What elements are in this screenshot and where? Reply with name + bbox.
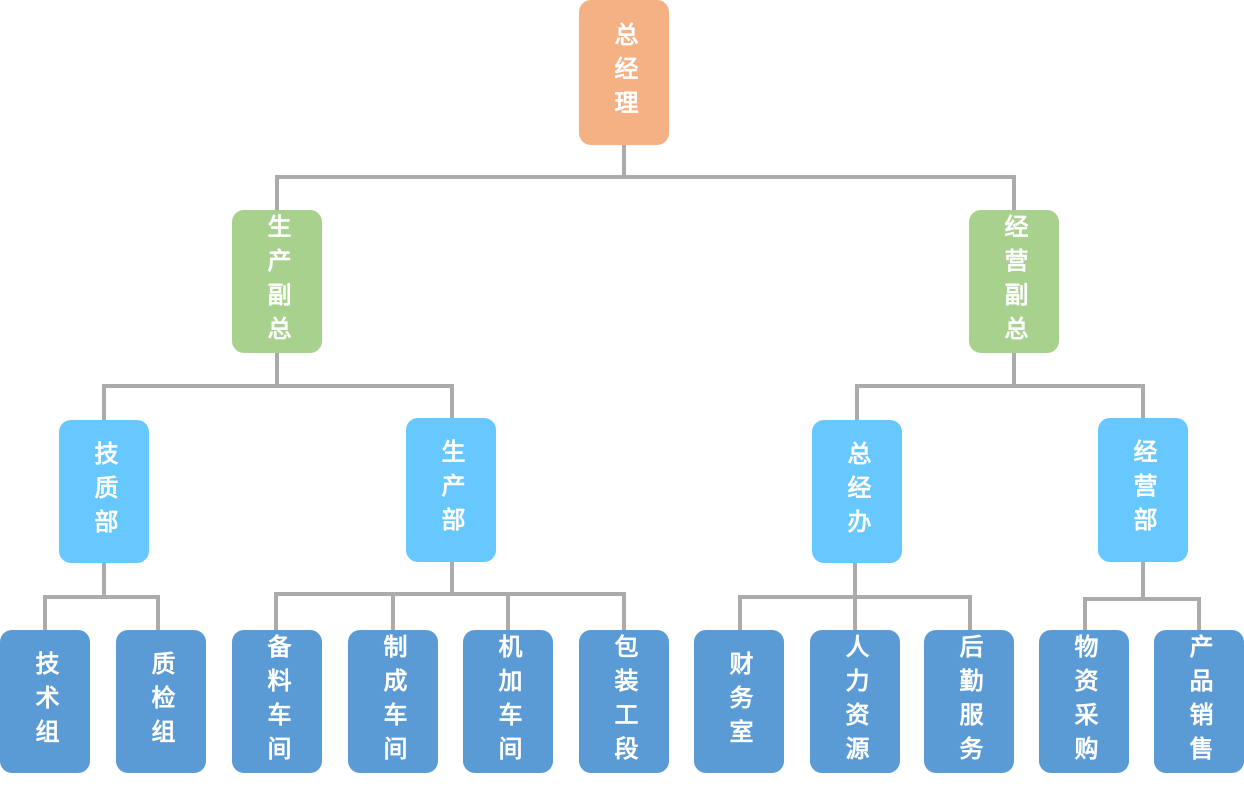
node-material-prep-workshop: 备料车间 (232, 630, 322, 773)
node-packaging-section: 包装工段 (579, 630, 669, 773)
node-production-dept: 生产部 (406, 418, 496, 562)
node-finance-office: 财务室 (694, 630, 784, 773)
node-label: 制成车间 (379, 633, 408, 770)
node-label: 财务室 (725, 650, 754, 753)
node-label: 机加车间 (494, 633, 523, 770)
node-general-manager: 总经理 (579, 0, 669, 145)
node-general-office: 总经办 (812, 420, 902, 563)
node-production-vp: 生产副总 (232, 210, 322, 353)
node-label: 技质部 (90, 440, 119, 543)
node-operations-dept: 经营部 (1098, 418, 1188, 562)
node-label: 技术组 (31, 650, 60, 753)
node-operations-vp: 经营副总 (969, 210, 1059, 353)
node-human-resources: 人力资源 (810, 630, 900, 773)
node-label: 经营部 (1129, 439, 1158, 541)
node-machining-workshop: 机加车间 (463, 630, 553, 773)
node-label: 物资采购 (1070, 633, 1099, 770)
node-procurement: 物资采购 (1039, 630, 1129, 773)
node-label: 产品销售 (1185, 633, 1214, 770)
node-label: 生产部 (437, 439, 466, 541)
node-qc-group: 质检组 (116, 630, 206, 773)
node-label: 包装工段 (610, 633, 639, 770)
node-logistics-service: 后勤服务 (924, 630, 1014, 773)
node-tech-group: 技术组 (0, 630, 90, 773)
node-label: 备料车间 (263, 633, 292, 770)
node-tech-quality-dept: 技质部 (59, 420, 149, 563)
node-label: 经营副总 (1000, 213, 1029, 350)
node-label: 质检组 (147, 650, 176, 753)
node-label: 后勤服务 (955, 633, 984, 770)
node-fabrication-workshop: 制成车间 (348, 630, 438, 773)
node-label: 总经办 (843, 440, 872, 543)
node-label: 总经理 (610, 21, 639, 124)
node-label: 人力资源 (841, 633, 870, 770)
node-product-sales: 产品销售 (1154, 630, 1244, 773)
node-label: 生产副总 (263, 213, 292, 350)
